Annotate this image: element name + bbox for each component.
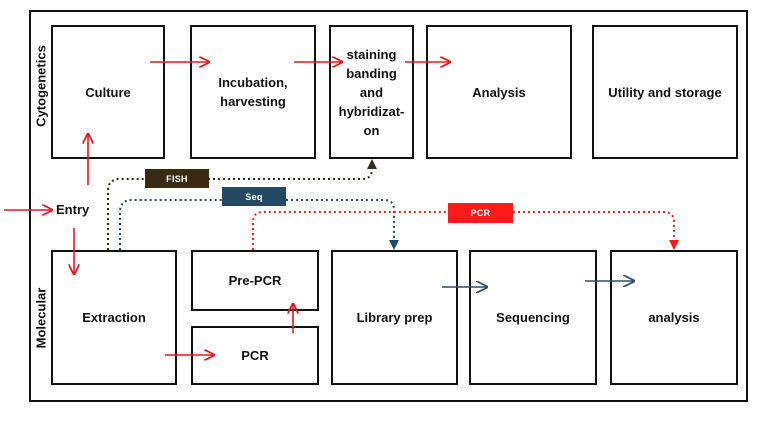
- box-library-prep: Library prep: [331, 250, 458, 385]
- box-analysis-cytogenetics: Analysis: [426, 25, 572, 159]
- box-sequencing: Sequencing: [469, 250, 597, 385]
- box-analysis-molecular: analysis: [610, 250, 738, 385]
- box-incubation-line-1: Incubation,: [218, 75, 288, 90]
- box-pcr: PCR: [191, 326, 319, 385]
- box-staining-banding-hybridization: staining banding and hybridizat- on: [329, 25, 414, 159]
- box-sequencing-label: Sequencing: [496, 310, 570, 325]
- box-culture-label: Culture: [85, 84, 131, 100]
- box-pre-pcr-label: Pre-PCR: [228, 273, 282, 288]
- box-staining-line-5: on: [363, 122, 380, 138]
- box-extraction: Extraction: [51, 250, 177, 385]
- box-staining-line-4: hybridizat-: [338, 103, 405, 119]
- box-incubation-line-2: harvesting: [220, 94, 286, 109]
- tag-pcr: PCR: [448, 203, 513, 223]
- box-analysis-mol-label: analysis: [648, 310, 700, 325]
- section-label-molecular: Molecular: [33, 287, 49, 349]
- box-culture: Culture: [51, 25, 165, 159]
- box-staining-line-1: staining: [346, 46, 397, 62]
- box-analysis-cyto-label: Analysis: [472, 84, 526, 100]
- tag-fish: FISH: [145, 169, 209, 188]
- box-incubation-harvesting: Incubation, harvesting: [190, 25, 316, 159]
- box-pcr-label: PCR: [241, 348, 269, 363]
- entry-label: Entry: [56, 202, 90, 217]
- box-staining-line-2: banding: [346, 65, 397, 81]
- section-label-cytogenetics: Cytogenetics: [33, 45, 49, 127]
- lab-layout-frame: [29, 10, 748, 402]
- box-utility-storage: Utility and storage: [592, 25, 738, 159]
- box-pre-pcr: Pre-PCR: [191, 250, 319, 311]
- box-extraction-label: Extraction: [82, 310, 146, 325]
- tag-seq: Seq: [222, 187, 286, 206]
- box-library-prep-label: Library prep: [356, 310, 433, 325]
- box-staining-line-3: and: [359, 84, 384, 100]
- box-utility-label: Utility and storage: [608, 84, 722, 100]
